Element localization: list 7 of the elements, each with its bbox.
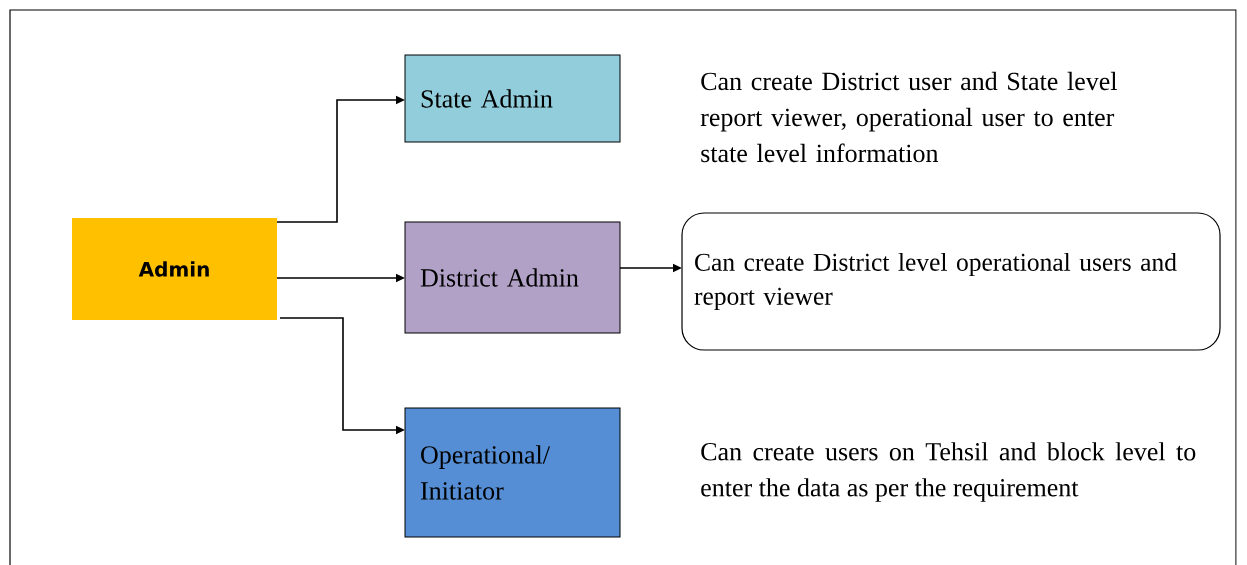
role-box: State Admin — [404, 54, 621, 143]
description-box: Can create District level operational users and report viewer — [681, 212, 1221, 351]
admin-box: Admin — [72, 218, 277, 320]
description-text: Can create users on Tehsil and block level to enter the data as per the requirement — [701, 442, 1196, 502]
role-box: District Admin — [404, 221, 621, 334]
role-box: Operational/ Initiator — [404, 407, 621, 538]
description-text: Can create District user and State level report viewer, operational user to enter state level information — [700, 71, 1117, 163]
